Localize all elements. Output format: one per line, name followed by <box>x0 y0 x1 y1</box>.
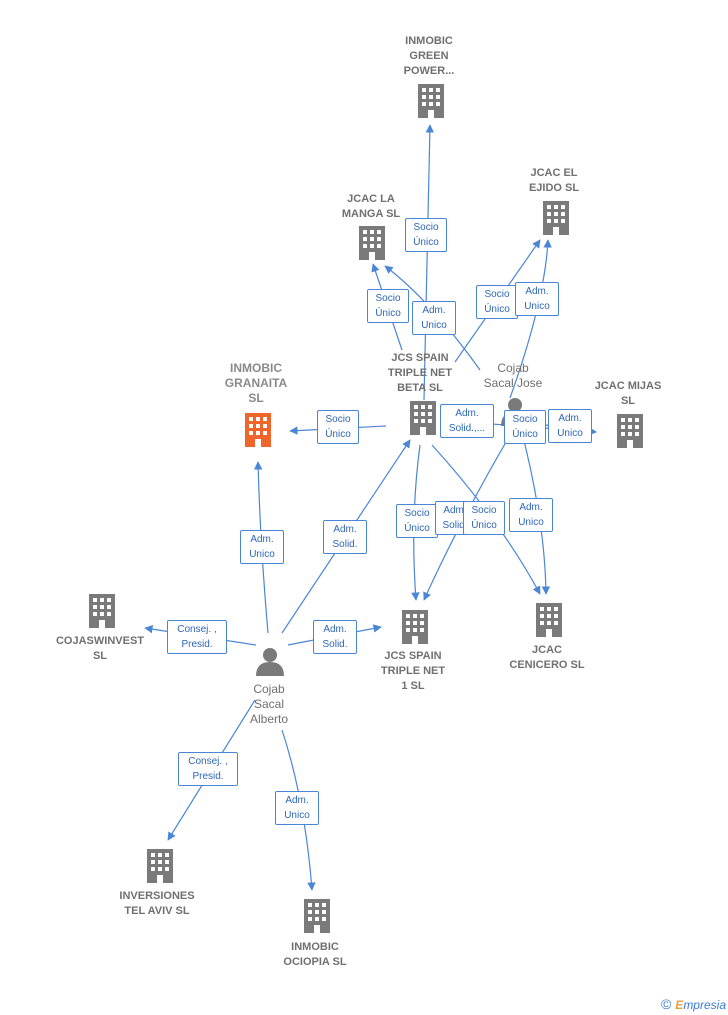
building-icon[interactable] <box>536 603 562 637</box>
building-icon[interactable] <box>617 414 643 448</box>
edge-label[interactable]: Socio Único <box>367 289 409 323</box>
edge-label[interactable]: Adm. Solid. <box>323 520 367 554</box>
edge-label[interactable]: Socio Único <box>504 410 546 444</box>
node-label-jcs-spain-1[interactable]: JCS SPAIN TRIPLE NET 1 SL <box>380 650 446 692</box>
building-icon[interactable] <box>89 594 115 628</box>
node-label-cojab-sacal-alberto[interactable]: Cojab Sacal Alberto <box>249 682 289 726</box>
edge-label[interactable]: Adm. Solid.,... <box>440 404 494 438</box>
node-label-jcs-spain-beta[interactable]: JCS SPAIN TRIPLE NET BETA SL <box>387 352 453 394</box>
edge-label[interactable]: Consej. , Presid. <box>167 620 227 654</box>
node-label-jcac-el-ejido[interactable]: JCAC EL EJIDO SL <box>528 167 580 194</box>
building-icon[interactable] <box>359 226 385 260</box>
edge-label[interactable]: Socio Único <box>396 504 438 538</box>
edge-label[interactable]: Socio Único <box>476 285 518 319</box>
edge-label[interactable]: Adm. Unico <box>240 530 284 564</box>
edge-label[interactable]: Socio Único <box>317 410 359 444</box>
edge-label[interactable]: Consej. , Presid. <box>178 752 238 786</box>
node-label-inmobic-green-power[interactable]: INMOBIC GREEN POWER... <box>403 35 455 77</box>
edge-label[interactable]: Adm. Unico <box>548 409 592 443</box>
building-icon[interactable] <box>543 201 569 235</box>
edge-label[interactable]: Adm. Unico <box>509 498 553 532</box>
node-label-cojab-sacal-jose[interactable]: Cojab Sacal Jose <box>483 361 543 390</box>
node-label-jcac-cenicero[interactable]: JCAC CENICERO SL <box>509 644 585 671</box>
copyright-symbol: © <box>660 996 672 1012</box>
brand-footer: ©Empresia <box>661 996 726 1012</box>
edge-label[interactable]: Adm. Unico <box>275 791 319 825</box>
brand-logo-text: mpresia <box>683 998 726 1012</box>
building-icon[interactable] <box>410 401 436 435</box>
edge-label[interactable]: Adm. Unico <box>412 301 456 335</box>
node-label-cojaswinvest[interactable]: COJASWINVEST SL <box>55 635 145 662</box>
edge-label[interactable]: Socio Único <box>463 501 505 535</box>
edge-label[interactable]: Adm. Solid. <box>313 620 357 654</box>
edge-label[interactable]: Adm. Unico <box>515 282 559 316</box>
edge-line <box>423 124 435 401</box>
node-label-inmobic-granaita[interactable]: INMOBIC GRANAITA SL <box>224 361 288 405</box>
building-icon[interactable] <box>245 413 271 447</box>
brand-logo-e: E <box>675 998 684 1012</box>
node-label-jcac-la-manga[interactable]: JCAC LA MANGA SL <box>341 193 401 220</box>
building-icon[interactable] <box>402 610 428 644</box>
edge-label[interactable]: Socio Único <box>405 218 447 252</box>
person-icon[interactable] <box>256 648 284 676</box>
node-label-inversiones-tel-aviv[interactable]: INVERSIONES TEL AVIV SL <box>119 890 195 917</box>
building-icon[interactable] <box>304 899 330 933</box>
node-label-inmobic-ociopia[interactable]: INMOBIC OCIOPIA SL <box>283 941 347 968</box>
node-label-jcac-mijas[interactable]: JCAC MIJAS SL <box>594 380 662 407</box>
building-icon[interactable] <box>418 84 444 118</box>
building-icon[interactable] <box>147 849 173 883</box>
